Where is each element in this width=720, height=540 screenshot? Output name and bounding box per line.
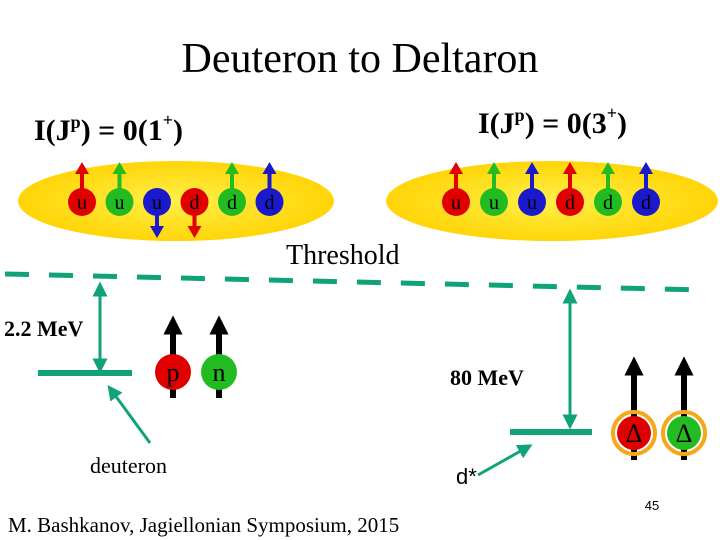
right-quark-5-label: d: [603, 192, 613, 214]
right-quark-3-label: u: [527, 192, 537, 214]
deuteron-label: deuteron: [90, 453, 167, 478]
right-quark-1-spin-head: [449, 162, 463, 174]
delta1: [617, 416, 651, 450]
threshold-label: Threshold: [286, 240, 400, 271]
left-quark-3-spin-head: [150, 226, 164, 238]
left-quark-4-label: d: [190, 192, 200, 214]
left-quark-5-spin-head: [225, 162, 239, 174]
left-quark-3: [143, 188, 171, 216]
slide-title: Deuteron to Deltaron: [182, 36, 539, 82]
page-number: 45: [645, 498, 659, 513]
left-quark-4-spin-head: [187, 226, 202, 238]
left-quark-6-label: d: [265, 192, 275, 214]
right-quark-2: [480, 188, 508, 216]
right-quark-5: [594, 188, 622, 216]
left-quark-5: [218, 188, 246, 216]
proton: [155, 354, 191, 390]
left-quark-2-spin-head: [112, 162, 127, 174]
deuteron-binding-label: 2.2 MeV: [4, 316, 84, 341]
left-hexaquark-ellipse: [18, 161, 334, 241]
deuteron-pointer: [107, 384, 152, 444]
delta2-label: Δ: [676, 419, 693, 448]
left-quark-3-label: u: [152, 192, 162, 214]
right-quark-4-label: d: [565, 192, 575, 214]
neutron: [201, 354, 237, 390]
right-quark-3-spin-head: [525, 162, 539, 174]
right-quark-2-label: u: [489, 192, 499, 214]
right-quark-6-label: d: [641, 192, 651, 214]
right-state-label: I(Jp) = 0(3+): [478, 103, 627, 140]
left-quark-2-label: u: [115, 192, 125, 214]
left-quark-1: [68, 188, 96, 216]
left-state-label: I(Jp) = 0(1+): [34, 110, 183, 147]
right-quark-4: [556, 188, 584, 216]
left-quark-4: [180, 188, 209, 216]
right-hexaquark-ellipse: [386, 161, 718, 241]
dstar-label: d*: [456, 464, 477, 489]
delta1-ring: [611, 410, 657, 456]
right-quark-4-spin-head: [563, 162, 577, 174]
right-quark-6: [632, 188, 660, 216]
left-quark-1-label: u: [77, 192, 87, 214]
right-quark-5-spin-head: [601, 162, 615, 174]
left-quark-2: [105, 188, 134, 216]
dstar-binding-label: 80 MeV: [450, 365, 524, 390]
right-quark-2-spin-head: [487, 162, 501, 174]
right-quark-3: [518, 188, 546, 216]
left-quark-5-label: d: [227, 192, 237, 214]
threshold-line: [4, 271, 706, 293]
right-quark-1: [442, 188, 470, 216]
right-quark-1-label: u: [451, 192, 461, 214]
delta2-ring: [661, 410, 707, 456]
delta2: [667, 416, 701, 450]
neutron-label: n: [213, 358, 226, 387]
left-quark-1-spin-head: [75, 162, 89, 174]
right-quark-6-spin-head: [639, 162, 653, 174]
left-quark-6: [255, 188, 284, 216]
delta1-label: Δ: [626, 419, 643, 448]
dstar-pointer: [477, 444, 533, 477]
footer-citation: M. Bashkanov, Jagiellonian Symposium, 20…: [8, 513, 399, 537]
proton-label: p: [167, 358, 180, 387]
left-quark-6-spin-head: [262, 162, 277, 174]
